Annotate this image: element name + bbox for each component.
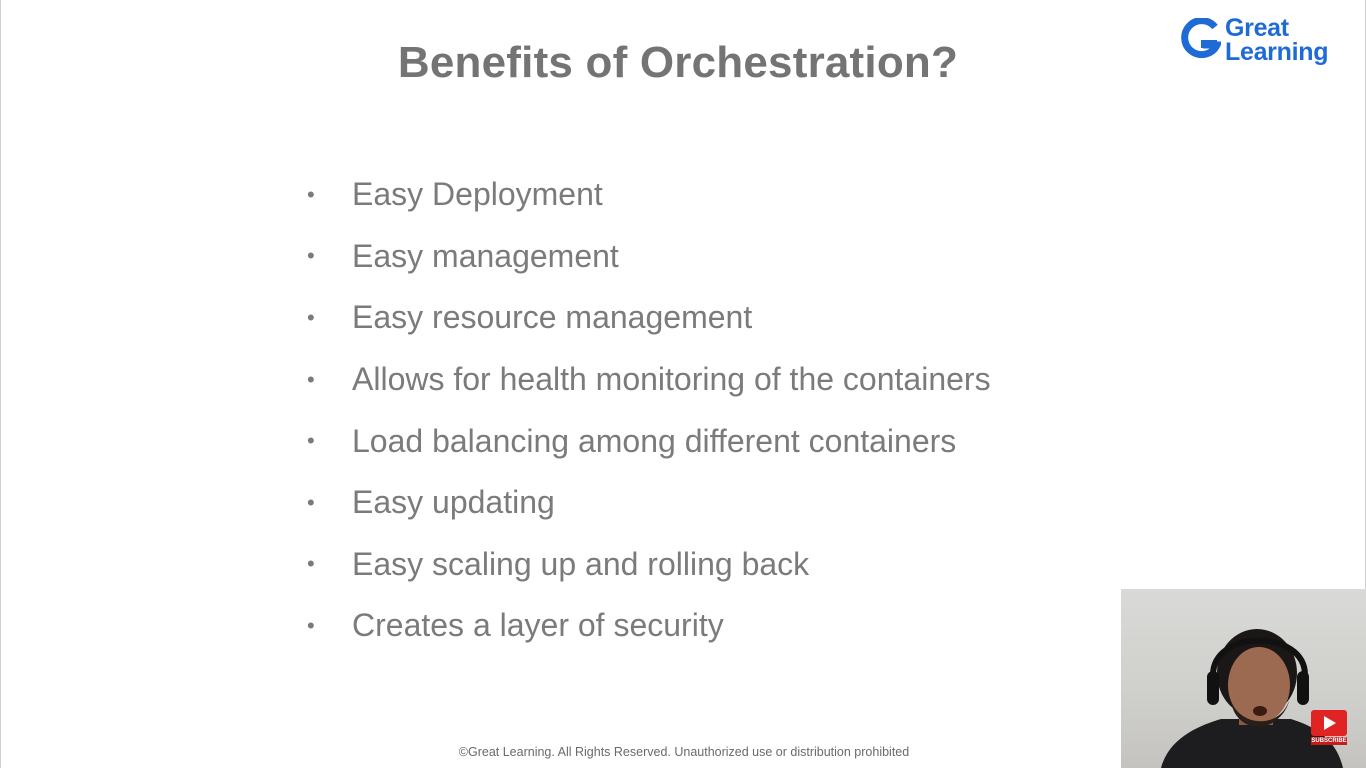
list-item: • Creates a layer of security bbox=[307, 595, 991, 657]
bullet-point: • bbox=[307, 551, 315, 577]
logo-line-2: Learning bbox=[1225, 38, 1329, 66]
list-item-text: Easy scaling up and rolling back bbox=[352, 545, 810, 582]
logo-wordmark: Great Learning bbox=[1225, 14, 1329, 66]
youtube-play-icon bbox=[1311, 710, 1347, 736]
bullet-point: • bbox=[307, 243, 315, 269]
list-item: • Easy resource management bbox=[307, 287, 991, 349]
subscribe-label: SUBSCRIBE bbox=[1311, 737, 1347, 745]
bullet-point: • bbox=[307, 428, 315, 454]
list-item-text: Allows for health monitoring of the cont… bbox=[352, 361, 991, 398]
bullet-point: • bbox=[307, 612, 315, 638]
list-item-text: Easy updating bbox=[352, 484, 555, 521]
bullet-point: • bbox=[307, 489, 315, 515]
list-item-text: Easy Deployment bbox=[352, 176, 603, 213]
bullet-point: • bbox=[307, 181, 315, 207]
list-item-text: Easy resource management bbox=[352, 299, 753, 336]
logo-line-1: Great bbox=[1225, 14, 1289, 42]
subscribe-button[interactable]: SUBSCRIBE bbox=[1311, 710, 1347, 746]
presenter-webcam: SUBSCRIBE bbox=[1121, 589, 1366, 768]
list-item-text: Load balancing among different container… bbox=[352, 422, 957, 459]
list-item-text: Easy management bbox=[352, 237, 619, 274]
list-item: • Easy management bbox=[307, 226, 991, 288]
great-learning-logo: Great Learning bbox=[1181, 16, 1341, 68]
list-item-text: Creates a layer of security bbox=[352, 607, 724, 644]
copyright-footer: ©Great Learning. All Rights Reserved. Un… bbox=[458, 745, 910, 759]
bullet-point: • bbox=[307, 366, 315, 392]
list-item: • Allows for health monitoring of the co… bbox=[307, 349, 991, 411]
presenter-silhouette bbox=[1161, 629, 1343, 768]
great-learning-g-icon bbox=[1181, 18, 1221, 59]
list-item: • Easy updating bbox=[307, 472, 991, 534]
list-item: • Easy scaling up and rolling back bbox=[307, 534, 991, 596]
slide-title: Benefits of Orchestration? bbox=[397, 38, 959, 87]
list-item: • Easy Deployment bbox=[307, 164, 991, 226]
list-item: • Load balancing among different contain… bbox=[307, 410, 991, 472]
bullet-point: • bbox=[307, 304, 315, 330]
benefits-list: • Easy Deployment • Easy management • Ea… bbox=[307, 164, 991, 657]
